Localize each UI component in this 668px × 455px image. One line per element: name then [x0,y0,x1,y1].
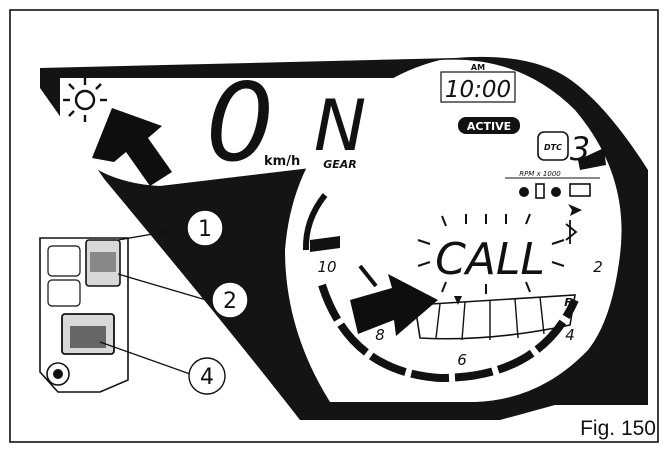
callout-leader [99,341,191,375]
tach-tick: 8 [375,326,385,344]
needle-mark [358,264,378,288]
callout-circle [186,209,224,247]
gear-value: N [314,85,366,167]
callout-circle [211,281,249,319]
clock-period: AM [471,63,485,72]
fuel-gauge [414,294,576,340]
redline-block [310,236,340,252]
fuel-marker [454,296,462,305]
pointer-arrow-upper [92,108,172,186]
rpm-bar [578,148,606,170]
dtc-label: DTC [544,143,562,152]
figure-caption: Fig. 150 [580,417,656,440]
callout-leader [117,227,189,241]
tach-tick: 2 [593,258,603,276]
fuel-full-mark: F [564,296,572,309]
tach-tick: 4 [565,326,575,344]
speed-value: 0 [206,61,275,186]
fuel-segments [435,296,545,341]
tach-tick: 10 [317,258,336,276]
tach-arc-left [302,193,328,251]
switch-block [39,237,129,393]
phone-icon [519,183,591,199]
gps-icon [568,204,582,216]
rpm-unit: RPM x 1000 [519,170,561,178]
callout-leader [117,273,214,303]
callout-2: 2 [223,289,237,314]
active-badge [458,117,520,134]
tach-arc [318,283,579,383]
callout-circle [188,357,226,395]
callout-1: 1 [198,217,212,242]
dtc-frame [537,131,569,161]
call-blink-rays [417,213,565,294]
callout-4: 4 [200,365,214,390]
bluetooth-icon [565,220,578,244]
clock-frame [440,71,516,103]
speed-unit: km/h [264,154,300,169]
gear-label: GEAR [323,158,357,171]
call-message: CALL [435,234,545,285]
clock-time: 10:00 [445,77,511,103]
call-icon [63,78,107,122]
pointer-arrow-lower [350,274,438,336]
active-label: ACTIVE [467,120,511,133]
tach-tick: 6 [457,351,467,369]
